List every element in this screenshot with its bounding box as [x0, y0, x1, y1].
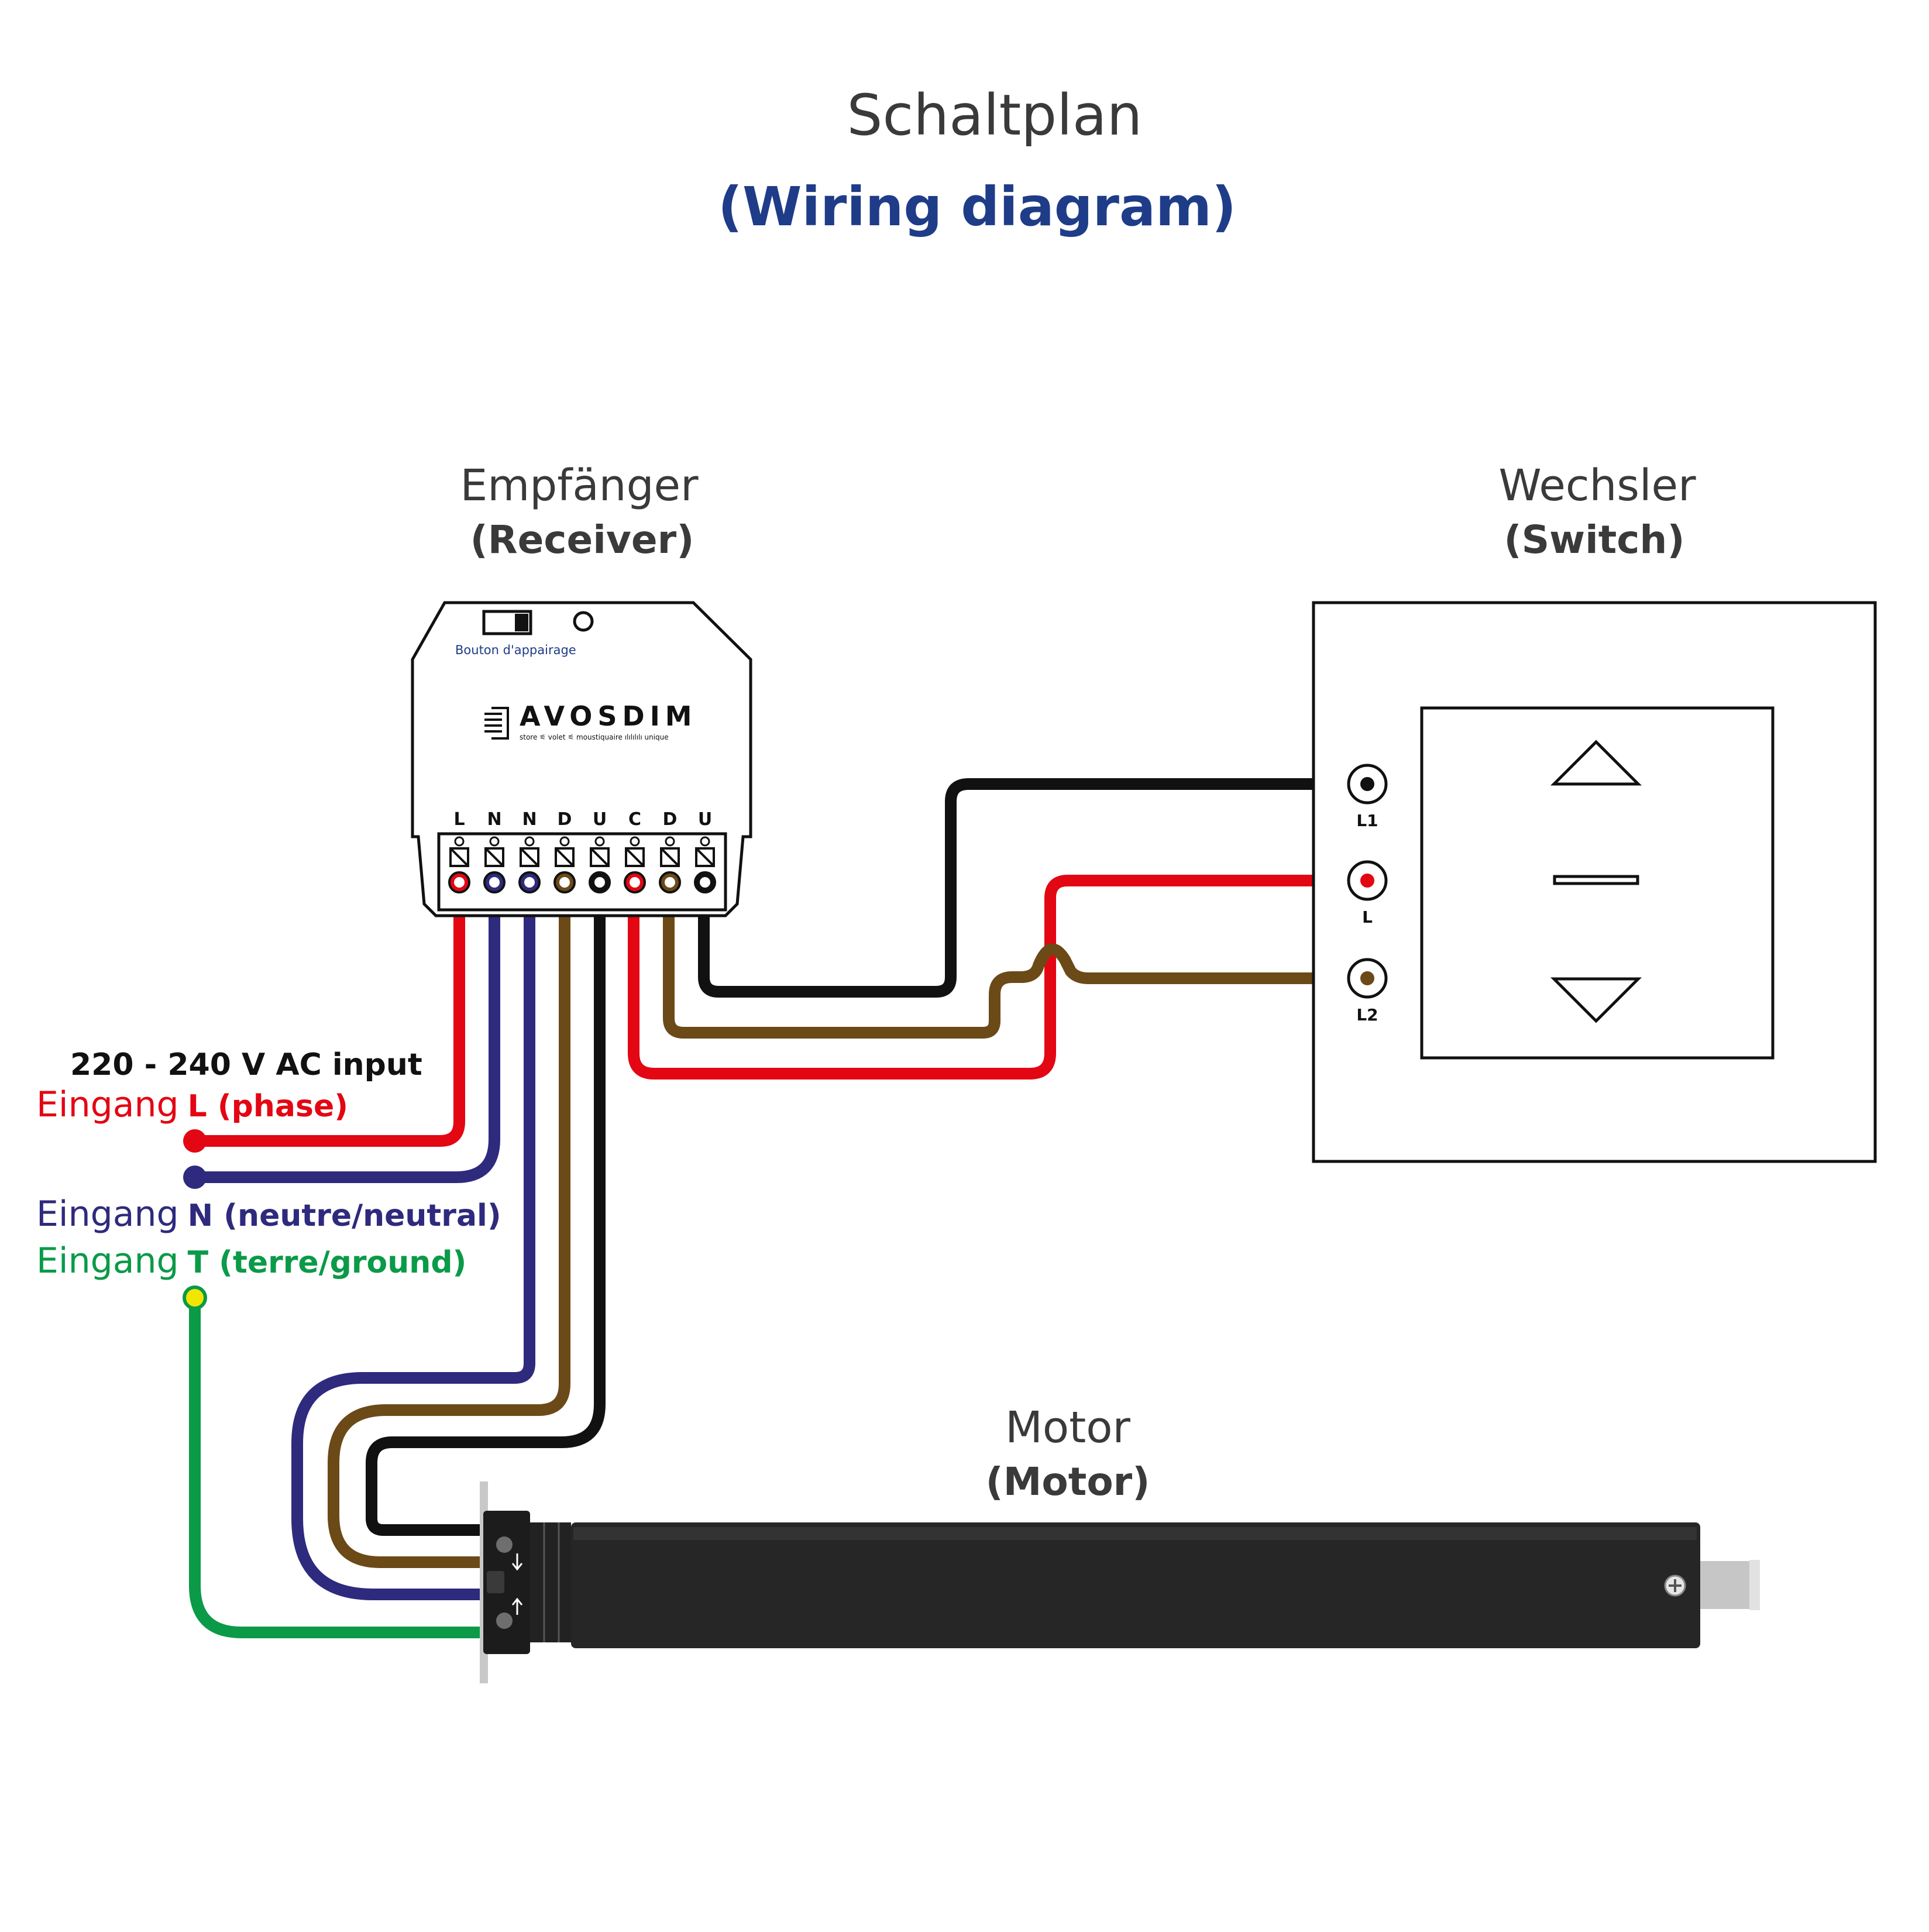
terminal-label-c: C [628, 809, 641, 830]
terminal-screw-slot [661, 848, 679, 866]
wires [189, 778, 1372, 1638]
motor-label-en: (Motor) [986, 1459, 1150, 1504]
terminal-screw-slot [626, 848, 644, 866]
input-phase-suffix: L (phase) [188, 1089, 348, 1124]
input-neutral-prefix: Eingang [36, 1194, 179, 1235]
stop-button[interactable] [1553, 875, 1639, 885]
receiver-label-en: (Receiver) [470, 517, 694, 562]
terminal-socket-hole [454, 877, 465, 888]
title-main: Schaltplan [847, 82, 1143, 148]
terminal-screw-slot [591, 848, 608, 866]
pairing-button-label: Bouton d'appairage [455, 643, 576, 657]
terminal-label-d: D [663, 809, 678, 830]
title-sub: (Wiring diagram) [718, 176, 1236, 238]
wire-phase-input [189, 875, 465, 1147]
status-led [573, 611, 594, 632]
terminal-screw-slot [451, 848, 468, 866]
motor-tube [571, 1522, 1700, 1648]
terminal-indicator [594, 836, 605, 847]
terminal-label-d: D [558, 809, 572, 830]
terminal-socket-hole [630, 877, 640, 888]
limit-adjust-up-icon[interactable] [496, 1613, 513, 1629]
brand-tagline: store ⚟ volet ⚟ moustiquaire ılılılılı u… [520, 733, 669, 741]
motor-shaft [1700, 1561, 1759, 1609]
terminal-socket-hole [665, 877, 675, 888]
switch-terminal-label: L1 [1356, 811, 1378, 830]
wire-red-switch-l [628, 875, 1372, 1080]
voltage-label: 220 - 240 V AC input [70, 1047, 422, 1082]
terminal-indicator [524, 836, 535, 847]
terminal-socket-hole [559, 877, 570, 888]
up-arrow-button[interactable] [1550, 740, 1642, 786]
motor-head [483, 1511, 530, 1654]
wire-brown-switch-l2 [663, 875, 1372, 1039]
terminal-label-u: U [698, 809, 712, 830]
input-phase-label: Eingang L (phase) [36, 1084, 348, 1125]
terminal-label-u: U [593, 809, 607, 830]
switch-terminal-label: L2 [1356, 1005, 1378, 1025]
up-indicator-icon [511, 1597, 523, 1615]
switch-terminal-contact [1360, 777, 1374, 791]
wire-black-switch-l1 [698, 778, 1372, 998]
input-ground-label: Eingang T (terre/ground) [36, 1240, 466, 1281]
terminal-screw-slot [486, 848, 503, 866]
terminal-label-l: L [453, 809, 465, 830]
input-neutral-suffix: N (neutre/neutral) [188, 1198, 501, 1233]
limit-adjust-down-icon[interactable] [496, 1536, 513, 1553]
terminal-indicator [700, 836, 710, 847]
switch-unit: L1L L2 [1312, 601, 1877, 1163]
switch-label: Wechsler [1498, 460, 1696, 511]
tubular-motor [480, 1481, 1760, 1683]
down-arrow-button[interactable] [1550, 977, 1642, 1023]
brand-logo-icon [484, 707, 509, 740]
terminal-label-n: N [487, 809, 501, 830]
down-indicator-icon [511, 1553, 523, 1571]
terminal-label-n: N [522, 809, 537, 830]
terminal-strip [437, 832, 727, 912]
motor-cable-port [487, 1571, 504, 1593]
phase-input-dot [183, 1129, 207, 1153]
input-phase-prefix: Eingang [36, 1084, 179, 1125]
input-ground-suffix: T (terre/ground) [188, 1245, 467, 1280]
terminal-screw-slot [696, 848, 714, 866]
receiver-module: Bouton d'appairage AVOSDIM store ⚟ volet… [411, 601, 752, 917]
wire-brown-motor [328, 875, 570, 1568]
switch-terminals: L1L L2 [1347, 764, 1388, 1025]
terminal-indicator [559, 836, 570, 847]
wire-ground-motor [189, 1292, 493, 1638]
wire-black-motor [366, 875, 606, 1536]
neutral-input-dot [183, 1166, 207, 1189]
terminal-socket-hole [524, 877, 535, 888]
input-neutral-label: Eingang N (neutre/neutral) [36, 1194, 501, 1235]
switch-terminal-contact [1360, 971, 1374, 985]
input-ground-prefix: Eingang [36, 1240, 179, 1281]
terminal-indicator [454, 836, 465, 847]
ground-input-dot [183, 1285, 207, 1310]
terminal-indicator [665, 836, 675, 847]
motor-label: Motor [1005, 1402, 1130, 1453]
wire-neutral-input [189, 875, 500, 1183]
pairing-button-slider [515, 614, 528, 631]
switch-terminal-contact [1360, 874, 1374, 888]
switch-label-en: (Switch) [1504, 517, 1684, 562]
terminal-indicator [630, 836, 640, 847]
switch-terminal-label: L [1362, 907, 1373, 927]
brand-name: AVOSDIM [520, 700, 697, 732]
terminal-screw-slot [556, 848, 573, 866]
terminal-indicator [489, 836, 500, 847]
terminal-socket-hole [489, 877, 500, 888]
wire-neutral-motor [291, 875, 535, 1600]
motor-collar [530, 1522, 571, 1642]
terminal-screw-slot [521, 848, 538, 866]
terminal-socket-hole [594, 877, 605, 888]
receiver-label: Empfänger [460, 460, 699, 511]
terminal-socket-hole [700, 877, 710, 888]
